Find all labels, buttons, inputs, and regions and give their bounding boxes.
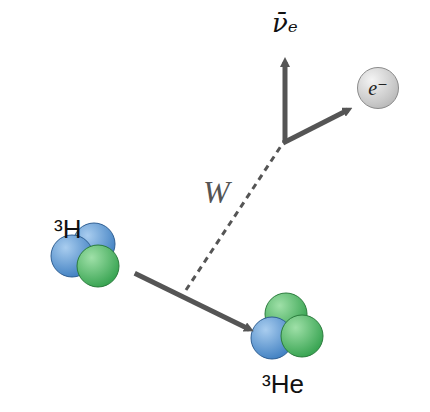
node-text: ³H [54,214,81,245]
w-boson-line [186,143,283,290]
node-text: ³He [262,369,304,400]
decay-arrow [135,273,250,329]
tritium-node: ³H [50,212,132,292]
electron-circle: e⁻ [357,67,399,109]
particle-label: ν̄ₑ [272,8,298,38]
boson-label: W [203,174,230,211]
antineutrino-arrow [283,62,288,143]
helium3-nucleus [251,293,323,359]
electron-arrow [283,110,348,143]
helium3-node: ³He [252,290,324,406]
node-text: e⁻ [368,76,387,100]
